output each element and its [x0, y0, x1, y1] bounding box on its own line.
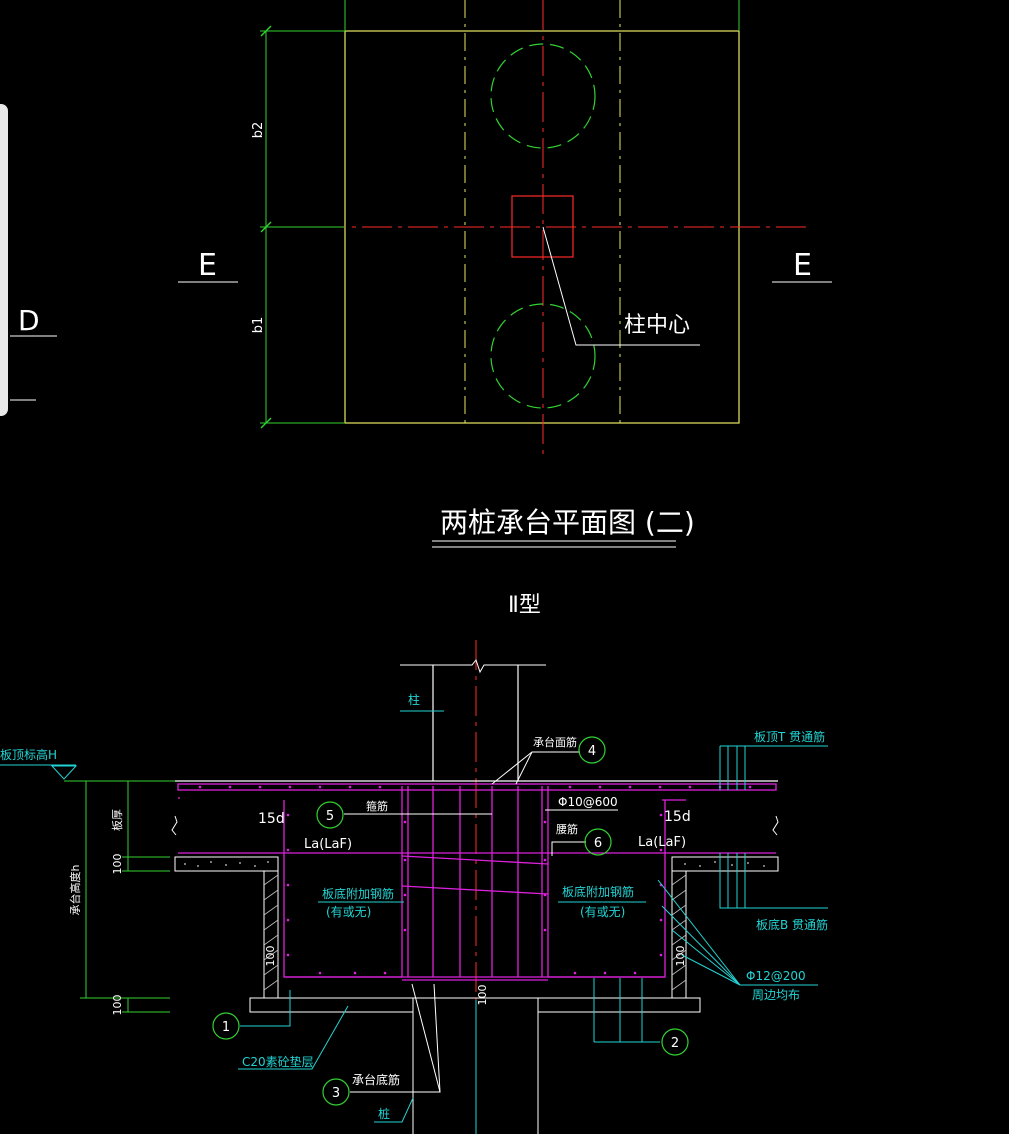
dim-slash-top: [260, 25, 272, 37]
pile-circle-top: [490, 43, 596, 149]
cap-height-label: 承台高度h: [68, 864, 82, 915]
hook-15d-left: 15d: [258, 811, 285, 827]
board-bottom-bar-label: 板底B 贯通筋: [756, 917, 828, 932]
column-square: [511, 195, 574, 258]
slab-bed-texture: [184, 861, 765, 867]
add-bar-left: 板底附加钢筋: [322, 886, 394, 901]
add-bar-right: 板底附加钢筋: [562, 884, 634, 899]
cushion-leader: [238, 1005, 349, 1070]
dim-100-d: 100: [476, 985, 489, 1006]
dim-b2-label: b2: [251, 122, 266, 139]
wall-hatch: [263, 874, 687, 991]
spec-phi12: Φ12@200: [746, 969, 806, 983]
marker-2-number: 2: [671, 1036, 679, 1051]
elevation-triangle: [50, 765, 78, 780]
board-top-bar-label: 板顶T 贯通筋: [754, 729, 825, 744]
dim-100-b: 100: [111, 995, 124, 1016]
section-mark-left: E: [198, 248, 217, 283]
around-label: 周边均布: [752, 988, 800, 1002]
section-mark-right: E: [793, 248, 812, 283]
cushion-left: [249, 997, 414, 1013]
dim-slash-bottom: [260, 417, 272, 429]
slab-bed-right: [671, 856, 779, 872]
rebar-cage: [177, 783, 777, 981]
hook-15d-right: 15d: [664, 809, 691, 825]
cap-top-leader-1: [491, 751, 580, 785]
side-panel-handle[interactable]: [0, 104, 8, 416]
pile-leader: [374, 1097, 414, 1123]
waist-bar-2: [401, 885, 549, 895]
slab-break-right: [772, 815, 779, 836]
marker-6: 6: [584, 828, 612, 856]
pile-circle-bottom: [490, 303, 596, 409]
phi12-leaders: [657, 879, 741, 986]
pile-label: 桩: [378, 1106, 390, 1121]
marker-4-number: 4: [588, 744, 596, 759]
top-mesh: [177, 783, 777, 791]
cap-top-bar-label: 承台面筋: [533, 735, 577, 749]
marker-1-number: 1: [222, 1020, 230, 1035]
top-elevation-label: 板顶标高H: [0, 747, 57, 762]
cap-bottom-bar-label: 承台底筋: [352, 1072, 400, 1087]
marker-5-number: 5: [326, 809, 334, 824]
spec-phi10: Φ10@600: [558, 795, 618, 809]
add-bar-left-note: (有或无): [326, 905, 371, 919]
anchor-left: La(LaF): [304, 837, 352, 852]
board-bottom-bar-ticks: [727, 853, 746, 908]
marker-5: 5: [316, 801, 344, 829]
waist-bar-1: [401, 855, 549, 865]
marker-2: 2: [661, 1028, 689, 1056]
stirrup-label: 箍筋: [366, 799, 388, 813]
column-break-line: [400, 658, 546, 674]
cap-top-leader-2: [515, 751, 533, 785]
marker-1: 1: [212, 1012, 240, 1040]
section-mark-far-left: D: [18, 304, 40, 337]
marker-1-leader: [240, 990, 291, 1027]
slab-bed-left: [174, 856, 279, 872]
dim-100-c: 100: [264, 946, 277, 967]
marker-3: 3: [322, 1078, 350, 1106]
board-top-bar-ticks: [719, 746, 746, 790]
dim-b1-label: b1: [251, 317, 266, 334]
marker-6-number: 6: [594, 836, 602, 851]
plan-view: 柱中心 b2 b1 E E D 两桩承台平面图 (二): [10, 0, 832, 548]
section-view: Ⅱ型 柱: [0, 593, 828, 1134]
dim-100-e: 100: [674, 946, 687, 967]
marker-3-number: 3: [332, 1086, 340, 1101]
board-thickness-label: 板厚: [110, 809, 124, 831]
anchor-right: La(LaF): [638, 835, 686, 850]
waist-bar-label: 腰筋: [556, 822, 578, 836]
marker-2-leaders: [593, 978, 660, 1043]
waist-leader: [551, 841, 586, 856]
plan-title: 两桩承台平面图 (二): [440, 506, 695, 539]
section-type-label: Ⅱ型: [508, 593, 541, 618]
add-bar-right-note: (有或无): [580, 905, 625, 919]
column-center-label: 柱中心: [624, 313, 690, 338]
dim-slash-mid: [260, 221, 272, 233]
column-center-leader: [542, 226, 700, 346]
marker-4: 4: [578, 736, 606, 764]
cushion-label: C20素砼垫层: [242, 1054, 314, 1069]
rebar-dots: [198, 785, 752, 975]
slab-break-left: [171, 815, 178, 836]
board-bottom-bar-leader: [719, 853, 828, 909]
dim-100-a: 100: [111, 854, 124, 875]
column-label: 柱: [408, 692, 420, 707]
cap-bottom-leader-2: [433, 983, 441, 1093]
cap-outline: [344, 30, 740, 424]
cushion-right: [537, 997, 701, 1013]
